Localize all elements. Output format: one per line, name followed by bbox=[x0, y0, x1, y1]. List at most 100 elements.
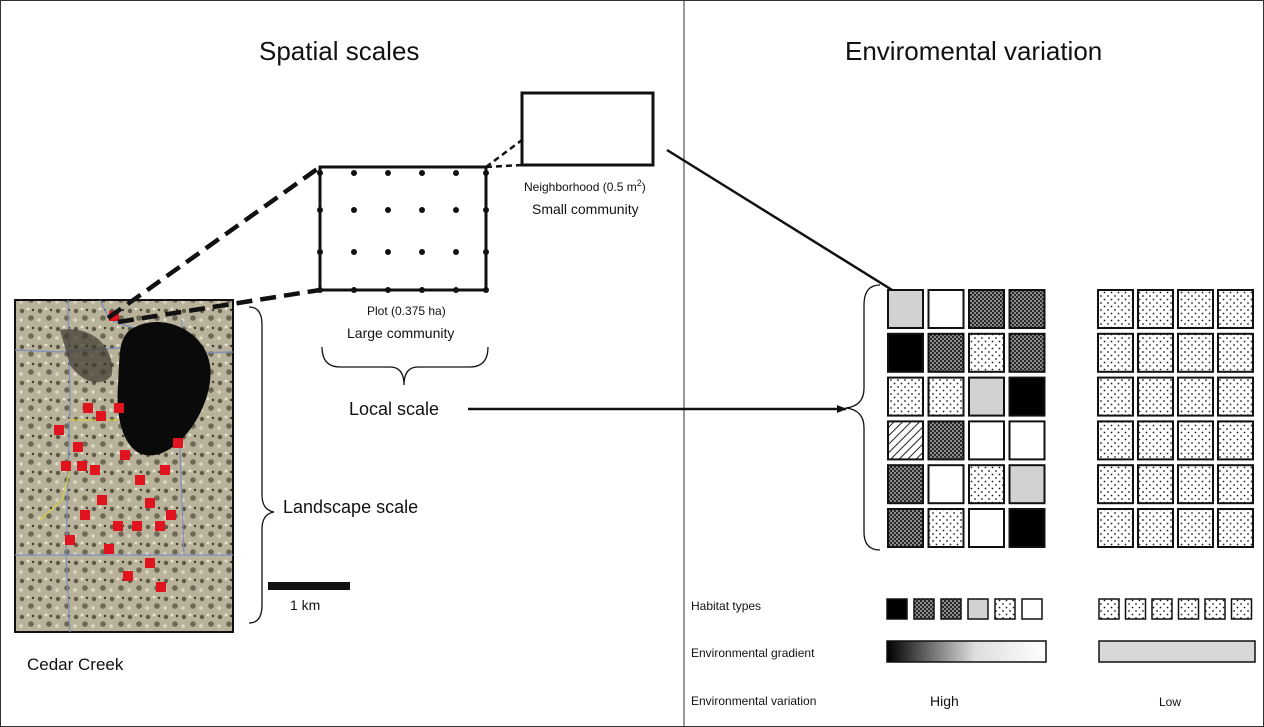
plot-point bbox=[483, 207, 489, 213]
habitat-cell bbox=[1217, 332, 1254, 373]
legend-environmental-variation: Environmental variation bbox=[691, 694, 817, 708]
gradient-bar-high bbox=[886, 640, 1047, 663]
habitat-cell bbox=[968, 332, 1005, 373]
plot-point bbox=[453, 287, 459, 293]
habitat-cell bbox=[968, 376, 1005, 417]
plot-point bbox=[317, 249, 323, 255]
habitat-cell bbox=[927, 332, 965, 373]
sample-marker bbox=[80, 510, 90, 520]
plot-point bbox=[483, 249, 489, 255]
habitat-swatch bbox=[1177, 598, 1200, 620]
habitat-swatch bbox=[1230, 598, 1253, 620]
variation-high-label: High bbox=[930, 693, 959, 709]
cedar-creek-map bbox=[14, 299, 234, 633]
habitat-cell bbox=[927, 376, 965, 417]
small-community-label: Small community bbox=[532, 201, 639, 217]
habitat-cell bbox=[1177, 376, 1214, 417]
plot-point bbox=[483, 287, 489, 293]
habitat-cell bbox=[887, 464, 924, 505]
plot-point bbox=[351, 207, 357, 213]
sample-markers bbox=[54, 311, 183, 592]
sample-marker bbox=[123, 571, 133, 581]
sample-marker bbox=[104, 544, 114, 554]
habitat-cell bbox=[1137, 332, 1174, 373]
habitat-swatch bbox=[886, 598, 908, 620]
left-panel-title: Spatial scales bbox=[259, 36, 420, 66]
local-scale-label: Local scale bbox=[349, 399, 440, 419]
plot-point bbox=[385, 207, 391, 213]
plot-sample-points bbox=[317, 170, 489, 293]
habitat-cell bbox=[1008, 289, 1046, 329]
sample-marker bbox=[61, 461, 71, 471]
sample-marker bbox=[83, 403, 93, 413]
habitat-swatch bbox=[1151, 598, 1173, 620]
zoom-lines bbox=[106, 139, 523, 325]
habitat-cell bbox=[927, 508, 965, 548]
sample-marker bbox=[135, 475, 145, 485]
sample-marker bbox=[113, 521, 123, 531]
habitat-cell bbox=[968, 420, 1005, 461]
plot-rectangle bbox=[318, 165, 488, 292]
habitat-cell bbox=[1097, 332, 1134, 373]
habitat-cell bbox=[927, 464, 965, 505]
habitat-swatch bbox=[1124, 598, 1147, 620]
sample-marker bbox=[97, 495, 107, 505]
sample-marker bbox=[145, 558, 155, 568]
legend-habitat-types: Habitat types bbox=[691, 599, 762, 613]
habitat-swatch bbox=[1021, 598, 1043, 620]
large-community-brace bbox=[321, 346, 489, 386]
sample-marker bbox=[65, 535, 75, 545]
habitat-cell bbox=[1137, 420, 1174, 461]
habitat-cell bbox=[1008, 332, 1046, 373]
plot-point bbox=[419, 249, 425, 255]
habitat-cell bbox=[887, 420, 924, 461]
habitat-cell bbox=[1097, 464, 1134, 505]
plot-point bbox=[419, 207, 425, 213]
plot-point bbox=[351, 170, 357, 176]
habitat-swatch bbox=[994, 598, 1016, 620]
habitat-cell bbox=[1008, 508, 1046, 548]
neighborhood-rectangle bbox=[520, 91, 655, 167]
local-grid-brace bbox=[845, 284, 881, 551]
habitat-swatches-high bbox=[886, 598, 1043, 620]
habitat-cell bbox=[1217, 376, 1254, 417]
habitat-swatch bbox=[940, 598, 962, 620]
habitat-cell bbox=[887, 289, 924, 329]
scale-bar-label: 1 km bbox=[290, 597, 321, 613]
habitat-cell bbox=[1177, 332, 1214, 373]
habitat-cell bbox=[1177, 508, 1214, 548]
variation-low-label: Low bbox=[1159, 695, 1182, 709]
habitat-cell bbox=[1217, 420, 1254, 461]
landscape-scale-label: Landscape scale bbox=[283, 497, 419, 517]
habitat-swatches-low bbox=[1098, 598, 1253, 620]
habitat-cell bbox=[1177, 464, 1214, 505]
sample-marker bbox=[90, 465, 100, 475]
lake bbox=[117, 322, 211, 456]
habitat-cell bbox=[968, 508, 1005, 548]
habitat-cell bbox=[887, 376, 924, 417]
sample-marker bbox=[132, 521, 142, 531]
large-community-label: Large community bbox=[347, 325, 455, 341]
habitat-cell bbox=[1177, 420, 1214, 461]
sample-marker bbox=[166, 510, 176, 520]
plot-point bbox=[453, 170, 459, 176]
plot-point bbox=[317, 170, 323, 176]
habitat-cell bbox=[1008, 464, 1046, 505]
habitat-cell bbox=[1217, 289, 1254, 329]
habitat-swatch bbox=[1204, 598, 1226, 620]
sample-marker bbox=[160, 465, 170, 475]
plot-label: Plot (0.375 ha) bbox=[367, 304, 446, 318]
plot-point bbox=[385, 287, 391, 293]
habitat-cell bbox=[927, 289, 965, 329]
gradient-bar-low bbox=[1098, 640, 1256, 663]
plot-point bbox=[453, 249, 459, 255]
plot-point bbox=[351, 249, 357, 255]
habitat-cell bbox=[1137, 376, 1174, 417]
legend-environmental-gradient: Environmental gradient bbox=[691, 646, 815, 660]
habitat-swatch bbox=[1098, 598, 1120, 620]
habitat-cell bbox=[1137, 508, 1174, 548]
plot-point bbox=[385, 249, 391, 255]
plot-point bbox=[419, 170, 425, 176]
sample-marker bbox=[120, 450, 130, 460]
